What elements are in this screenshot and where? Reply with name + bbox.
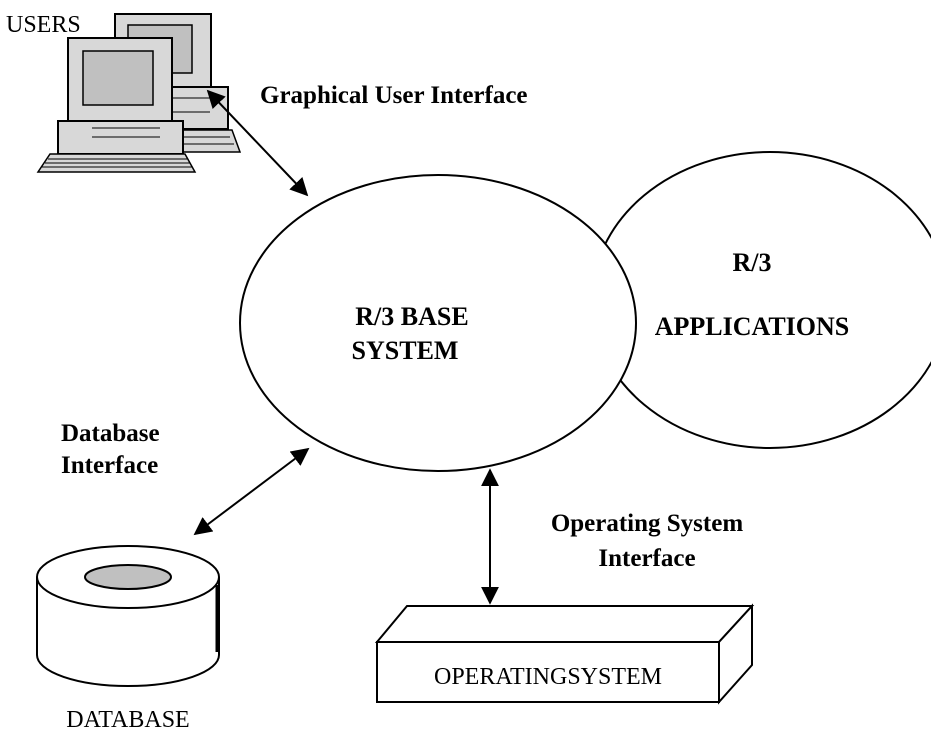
r3-applications-title: R/3 (733, 248, 772, 277)
r3-base-system-subtitle: SYSTEM (352, 336, 459, 365)
r3-base-system-ellipse (239, 174, 637, 472)
db-interface-label-line2: Interface (61, 452, 158, 479)
database-label: DATABASE (66, 707, 189, 733)
users-label: USERS (6, 12, 81, 38)
gui-connector-arrow (206, 89, 309, 197)
db-interface-label-line1: Database (61, 420, 160, 447)
r3-base-system-title: R/3 BASE (355, 302, 468, 331)
database-connector-arrow (193, 447, 310, 536)
r3-applications-subtitle: APPLICATIONS (655, 312, 850, 341)
database-disk-icon (36, 545, 220, 687)
gui-interface-label: Graphical User Interface (260, 82, 528, 109)
os-interface-label-line1: Operating System (551, 510, 744, 537)
os-interface-label-line2: Interface (598, 545, 695, 572)
operating-system-label: OPERATINGSYSTEM (434, 664, 662, 690)
operating-system-box (374, 603, 755, 705)
r3-applications-ellipse (591, 151, 931, 449)
